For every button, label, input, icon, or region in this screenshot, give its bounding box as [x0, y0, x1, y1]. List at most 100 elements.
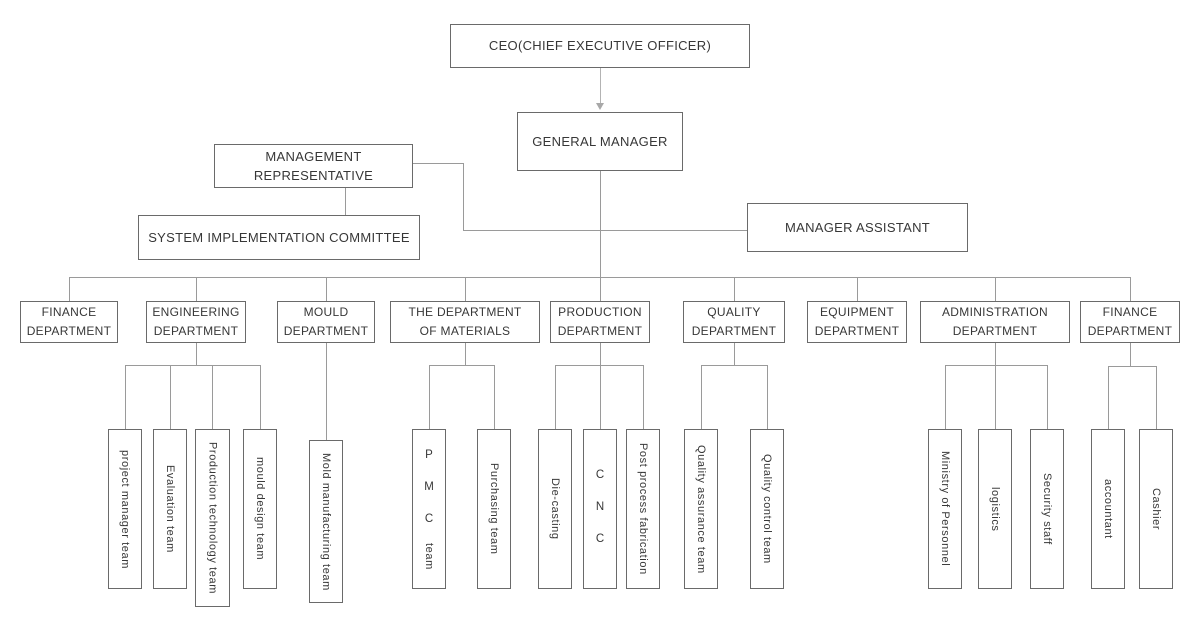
team-mold-manufacturing: Mold manufacturing team — [309, 440, 343, 603]
connector — [125, 365, 126, 429]
connector — [643, 365, 644, 429]
connector — [734, 343, 735, 365]
dept-label: QUALITY DEPARTMENT — [691, 305, 777, 338]
connector — [429, 365, 430, 429]
connector — [600, 343, 601, 429]
team-production-technology: Production technology team — [195, 429, 230, 607]
team-cnc: C N C — [583, 429, 617, 589]
connector — [463, 163, 464, 230]
connector — [463, 230, 747, 231]
connector — [555, 365, 556, 429]
team-ministry-of-personnel: Ministry of Personnel — [928, 429, 962, 589]
dept-finance-right: FINANCE DEPARTMENT — [1080, 301, 1180, 343]
team-project-manager: project manager team — [108, 429, 142, 589]
connector — [494, 365, 495, 429]
node-general-manager: GENERAL MANAGER — [517, 112, 683, 171]
dept-label: FINANCE DEPARTMENT — [1087, 305, 1173, 338]
dept-materials: THE DEPARTMENT OF MATERIALS — [390, 301, 540, 343]
connector — [69, 277, 70, 301]
dept-label: ADMINISTRATION DEPARTMENT — [942, 305, 1048, 338]
team-quality-control: Quality control team — [750, 429, 784, 589]
dept-equipment: EQUIPMENT DEPARTMENT — [807, 301, 907, 343]
dept-engineering: ENGINEERING DEPARTMENT — [146, 301, 246, 343]
connector — [465, 343, 466, 365]
team-label: Evaluation team — [164, 465, 176, 553]
connector — [196, 343, 197, 365]
team-label: Post process fabrication — [637, 443, 649, 575]
dept-quality: QUALITY DEPARTMENT — [683, 301, 785, 343]
connector — [945, 365, 1047, 366]
team-post-process-fabrication: Post process fabrication — [626, 429, 660, 589]
connector — [701, 365, 767, 366]
connector — [429, 365, 494, 366]
connector — [767, 365, 768, 429]
team-label: Production technology team — [206, 442, 219, 594]
team-label-upright: C N C — [594, 469, 606, 549]
connector — [212, 365, 213, 429]
node-management-representative: MANAGEMENT REPRESENTATIVE — [214, 144, 413, 188]
connector — [326, 277, 327, 301]
connector — [857, 277, 858, 301]
team-die-casting: Die-casting — [538, 429, 572, 589]
dept-production: PRODUCTION DEPARTMENT — [550, 301, 650, 343]
connector — [995, 365, 996, 429]
connector — [734, 277, 735, 301]
connector — [413, 163, 463, 164]
team-quality-assurance: Quality assurance team — [684, 429, 718, 589]
dept-label: PRODUCTION DEPARTMENT — [557, 305, 643, 338]
connector — [995, 343, 996, 365]
dept-label: MOULD DEPARTMENT — [283, 305, 369, 338]
team-pmc: P M C team — [412, 429, 446, 589]
team-mould-design: mould design team — [243, 429, 277, 589]
ceo-to-gm-arrow-line — [600, 68, 601, 104]
team-label: Security staff — [1041, 473, 1053, 545]
connector — [945, 365, 946, 429]
dept-mould: MOULD DEPARTMENT — [277, 301, 375, 343]
connector — [170, 365, 171, 429]
team-cashier: Cashier — [1139, 429, 1173, 589]
team-accountant: accountant — [1091, 429, 1125, 589]
connector — [1108, 366, 1109, 429]
node-label: MANAGEMENT REPRESENTATIVE — [253, 148, 374, 184]
team-label: Quality control team — [761, 454, 773, 564]
team-label: logistics — [989, 486, 1001, 532]
team-label: accountant — [1102, 479, 1114, 539]
node-label: SYSTEM IMPLEMENTATION COMMITTEE — [148, 229, 410, 245]
node-manager-assistant: MANAGER ASSISTANT — [747, 203, 968, 252]
connector — [196, 277, 197, 301]
node-label: GENERAL MANAGER — [532, 133, 668, 149]
team-label: Cashier — [1150, 487, 1162, 531]
connector — [69, 277, 1130, 278]
node-label: CEO(CHIEF EXECUTIVE OFFICER) — [488, 38, 712, 54]
connector — [1156, 366, 1157, 429]
team-label: Purchasing team — [488, 463, 500, 555]
connector — [125, 365, 260, 366]
connector — [1130, 343, 1131, 366]
connector — [600, 171, 601, 301]
connector — [995, 277, 996, 301]
node-label: MANAGER ASSISTANT — [785, 219, 930, 235]
team-label: mould design team — [254, 457, 266, 561]
connector — [260, 365, 261, 429]
connector — [1047, 365, 1048, 429]
connector — [345, 188, 346, 215]
team-label: Ministry of Personnel — [939, 451, 951, 567]
team-label-upright: P M C — [423, 448, 435, 529]
connector — [465, 277, 466, 301]
team-label: Mold manufacturing team — [320, 452, 332, 591]
team-label: project manager team — [119, 449, 131, 569]
dept-administration: ADMINISTRATION DEPARTMENT — [920, 301, 1070, 343]
node-system-implementation-committee: SYSTEM IMPLEMENTATION COMMITTEE — [138, 215, 420, 260]
team-label: Die-casting — [549, 478, 561, 540]
team-security-staff: Security staff — [1030, 429, 1064, 589]
team-label: Quality assurance team — [695, 444, 707, 574]
team-purchasing: Purchasing team — [477, 429, 511, 589]
connector — [1108, 366, 1156, 367]
dept-finance-left: FINANCE DEPARTMENT — [20, 301, 118, 343]
team-evaluation: Evaluation team — [153, 429, 187, 589]
dept-label: ENGINEERING DEPARTMENT — [152, 305, 240, 338]
team-logistics: logistics — [978, 429, 1012, 589]
connector — [326, 343, 327, 440]
connector — [1130, 277, 1131, 301]
